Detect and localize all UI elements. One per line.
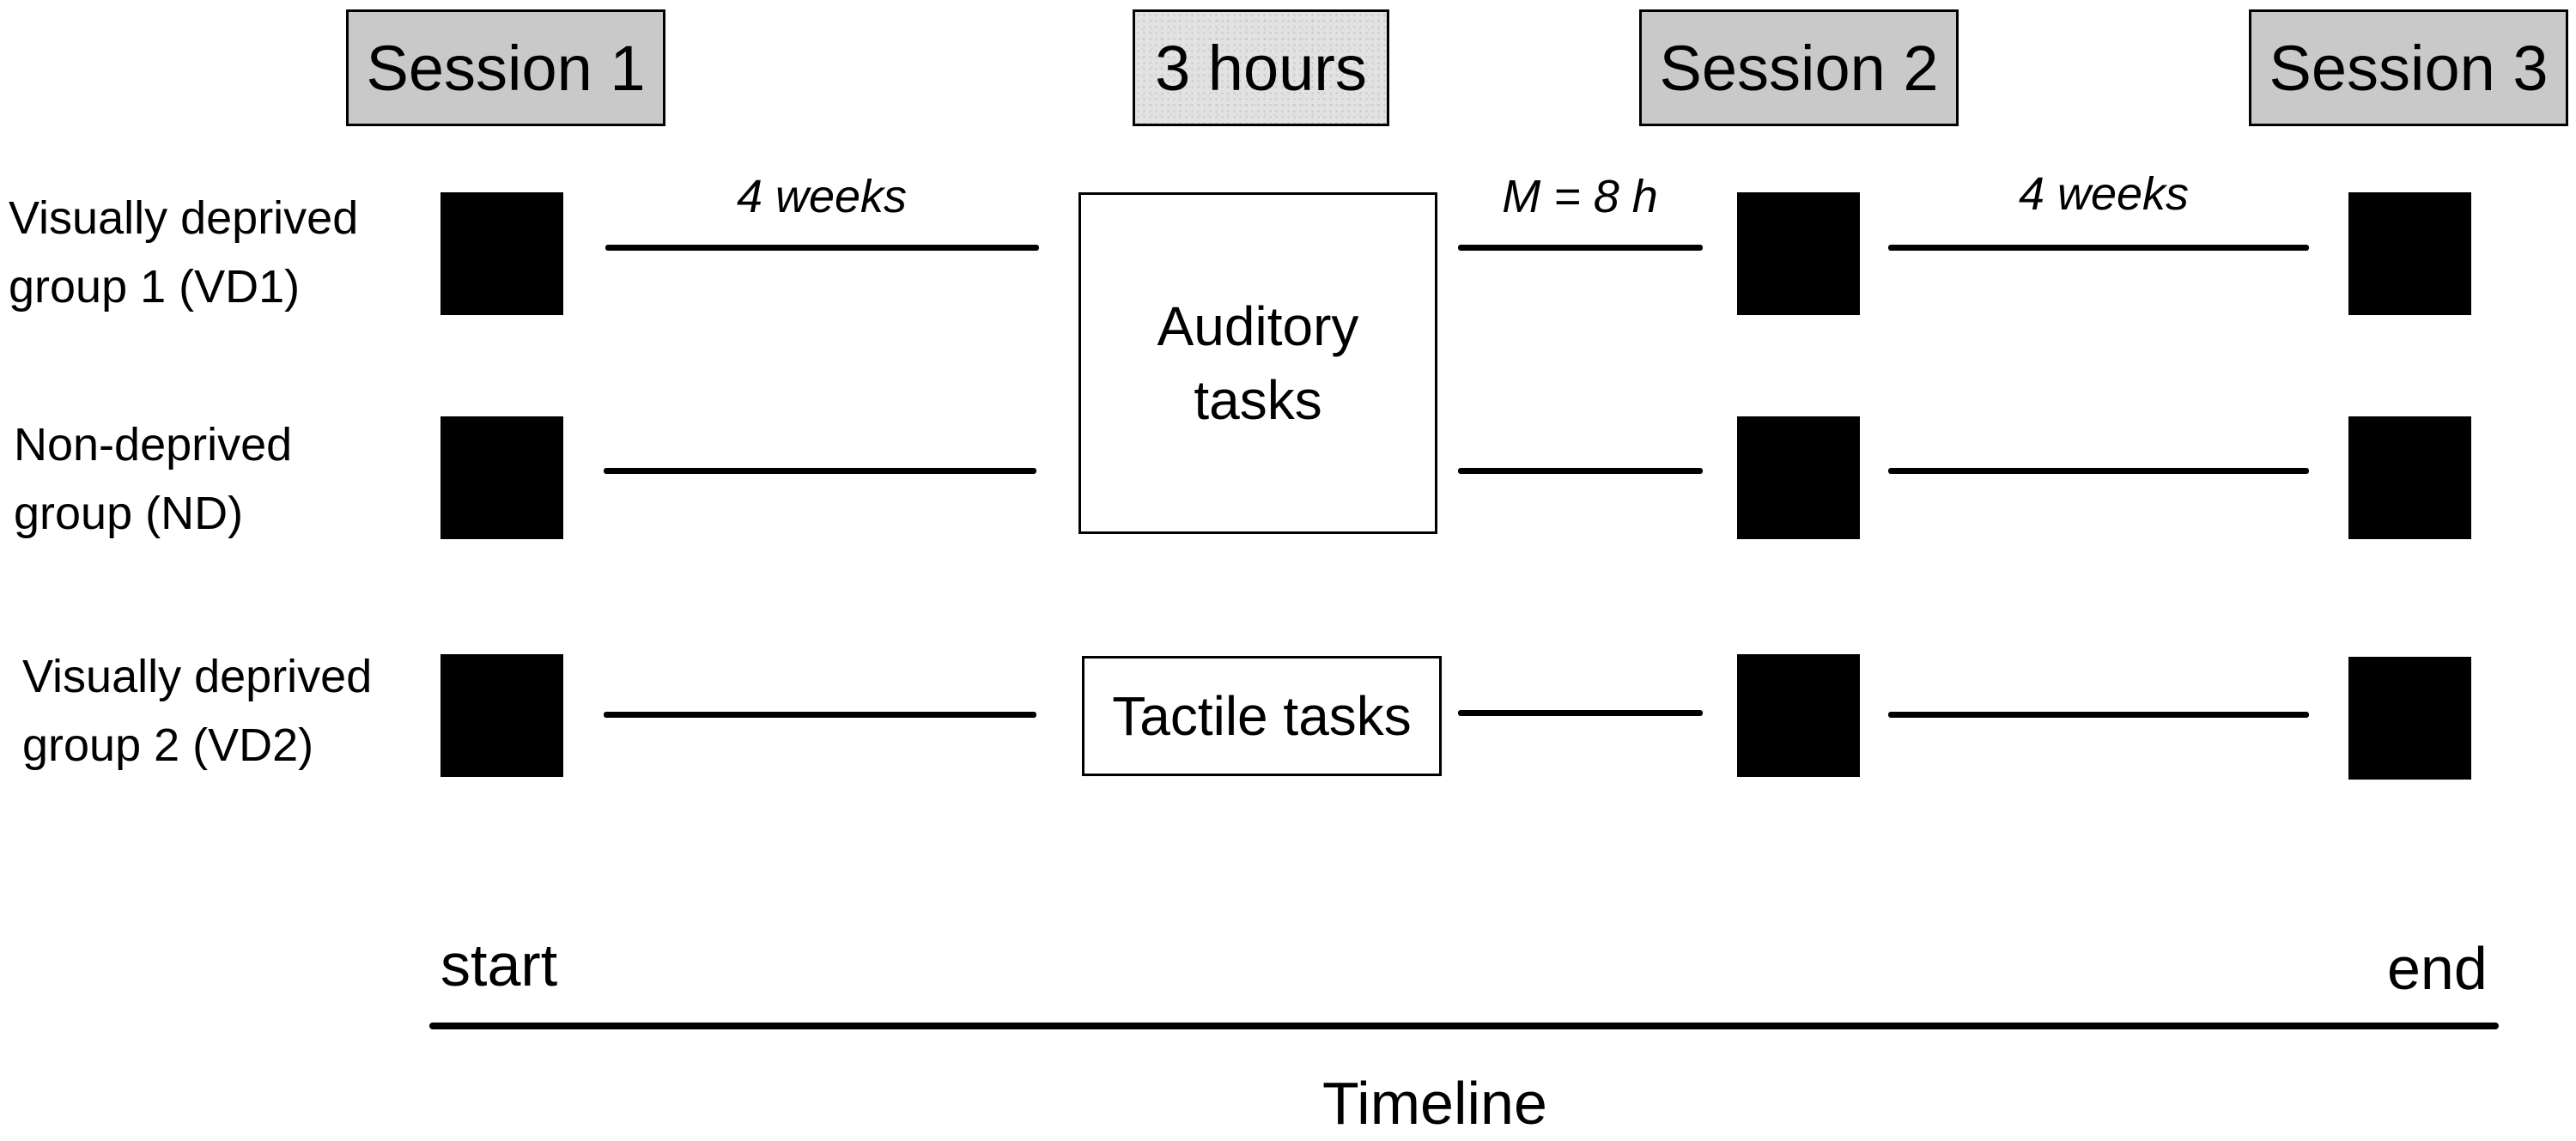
session-1-label: Session 1: [366, 32, 646, 104]
timeline-end-label: end: [2387, 935, 2488, 1002]
tactile-tasks-box: Tactile tasks: [1082, 656, 1442, 776]
connector-vd1-a: [605, 245, 1039, 251]
group-label-vd1-line2: group 1 (VD1): [9, 261, 301, 313]
timeline-title: Timeline: [1322, 1070, 1547, 1137]
session-3-header: Session 3: [2249, 9, 2568, 126]
group-label-nd: Non-deprived group (ND): [14, 410, 292, 548]
connector-nd-c: [1888, 468, 2309, 474]
connector-nd-a: [604, 468, 1036, 474]
duration-header: 3 hours: [1133, 9, 1389, 126]
session-block-nd-s2: [1737, 416, 1860, 539]
interval-label-middle: M = 8 h: [1502, 171, 1658, 222]
timeline-axis: [429, 1023, 2499, 1029]
group-label-vd2-line1: Visually deprived: [22, 651, 373, 702]
session-block-nd-s1: [440, 416, 563, 539]
group-label-vd2: Visually deprived group 2 (VD2): [22, 642, 372, 780]
tactile-tasks-label: Tactile tasks: [1112, 685, 1412, 747]
connector-vd2-a: [604, 712, 1036, 718]
group-label-vd1: Visually deprived group 1 (VD1): [9, 184, 358, 321]
group-label-nd-line1: Non-deprived: [14, 419, 293, 470]
auditory-tasks-box: Auditory tasks: [1078, 192, 1437, 534]
duration-label: 3 hours: [1155, 32, 1367, 104]
session-block-nd-s3: [2348, 416, 2471, 539]
group-label-nd-line2: group (ND): [14, 488, 244, 539]
connector-vd1-b: [1458, 245, 1703, 251]
session-block-vd1-s1: [440, 192, 563, 315]
session-block-vd2-s2: [1737, 654, 1860, 777]
group-label-vd1-line1: Visually deprived: [9, 192, 359, 244]
interval-label-last: 4 weeks: [2018, 168, 2190, 220]
session-block-vd2-s1: [440, 654, 563, 777]
interval-label-first: 4 weeks: [736, 171, 908, 222]
connector-vd2-c: [1888, 712, 2309, 718]
session-block-vd1-s2: [1737, 192, 1860, 315]
session-2-header: Session 2: [1639, 9, 1959, 126]
auditory-tasks-line2: tasks: [1194, 369, 1322, 431]
session-1-header: Session 1: [346, 9, 665, 126]
session-block-vd2-s3: [2348, 657, 2471, 780]
group-label-vd2-line2: group 2 (VD2): [22, 719, 314, 771]
session-block-vd1-s3: [2348, 192, 2471, 315]
session-2-label: Session 2: [1659, 32, 1939, 104]
connector-nd-b: [1458, 468, 1703, 474]
auditory-tasks-line1: Auditory: [1157, 295, 1359, 357]
timeline-start-label: start: [440, 932, 558, 998]
connector-vd1-c: [1888, 245, 2309, 251]
connector-vd2-b: [1458, 710, 1703, 716]
session-3-label: Session 3: [2269, 32, 2549, 104]
